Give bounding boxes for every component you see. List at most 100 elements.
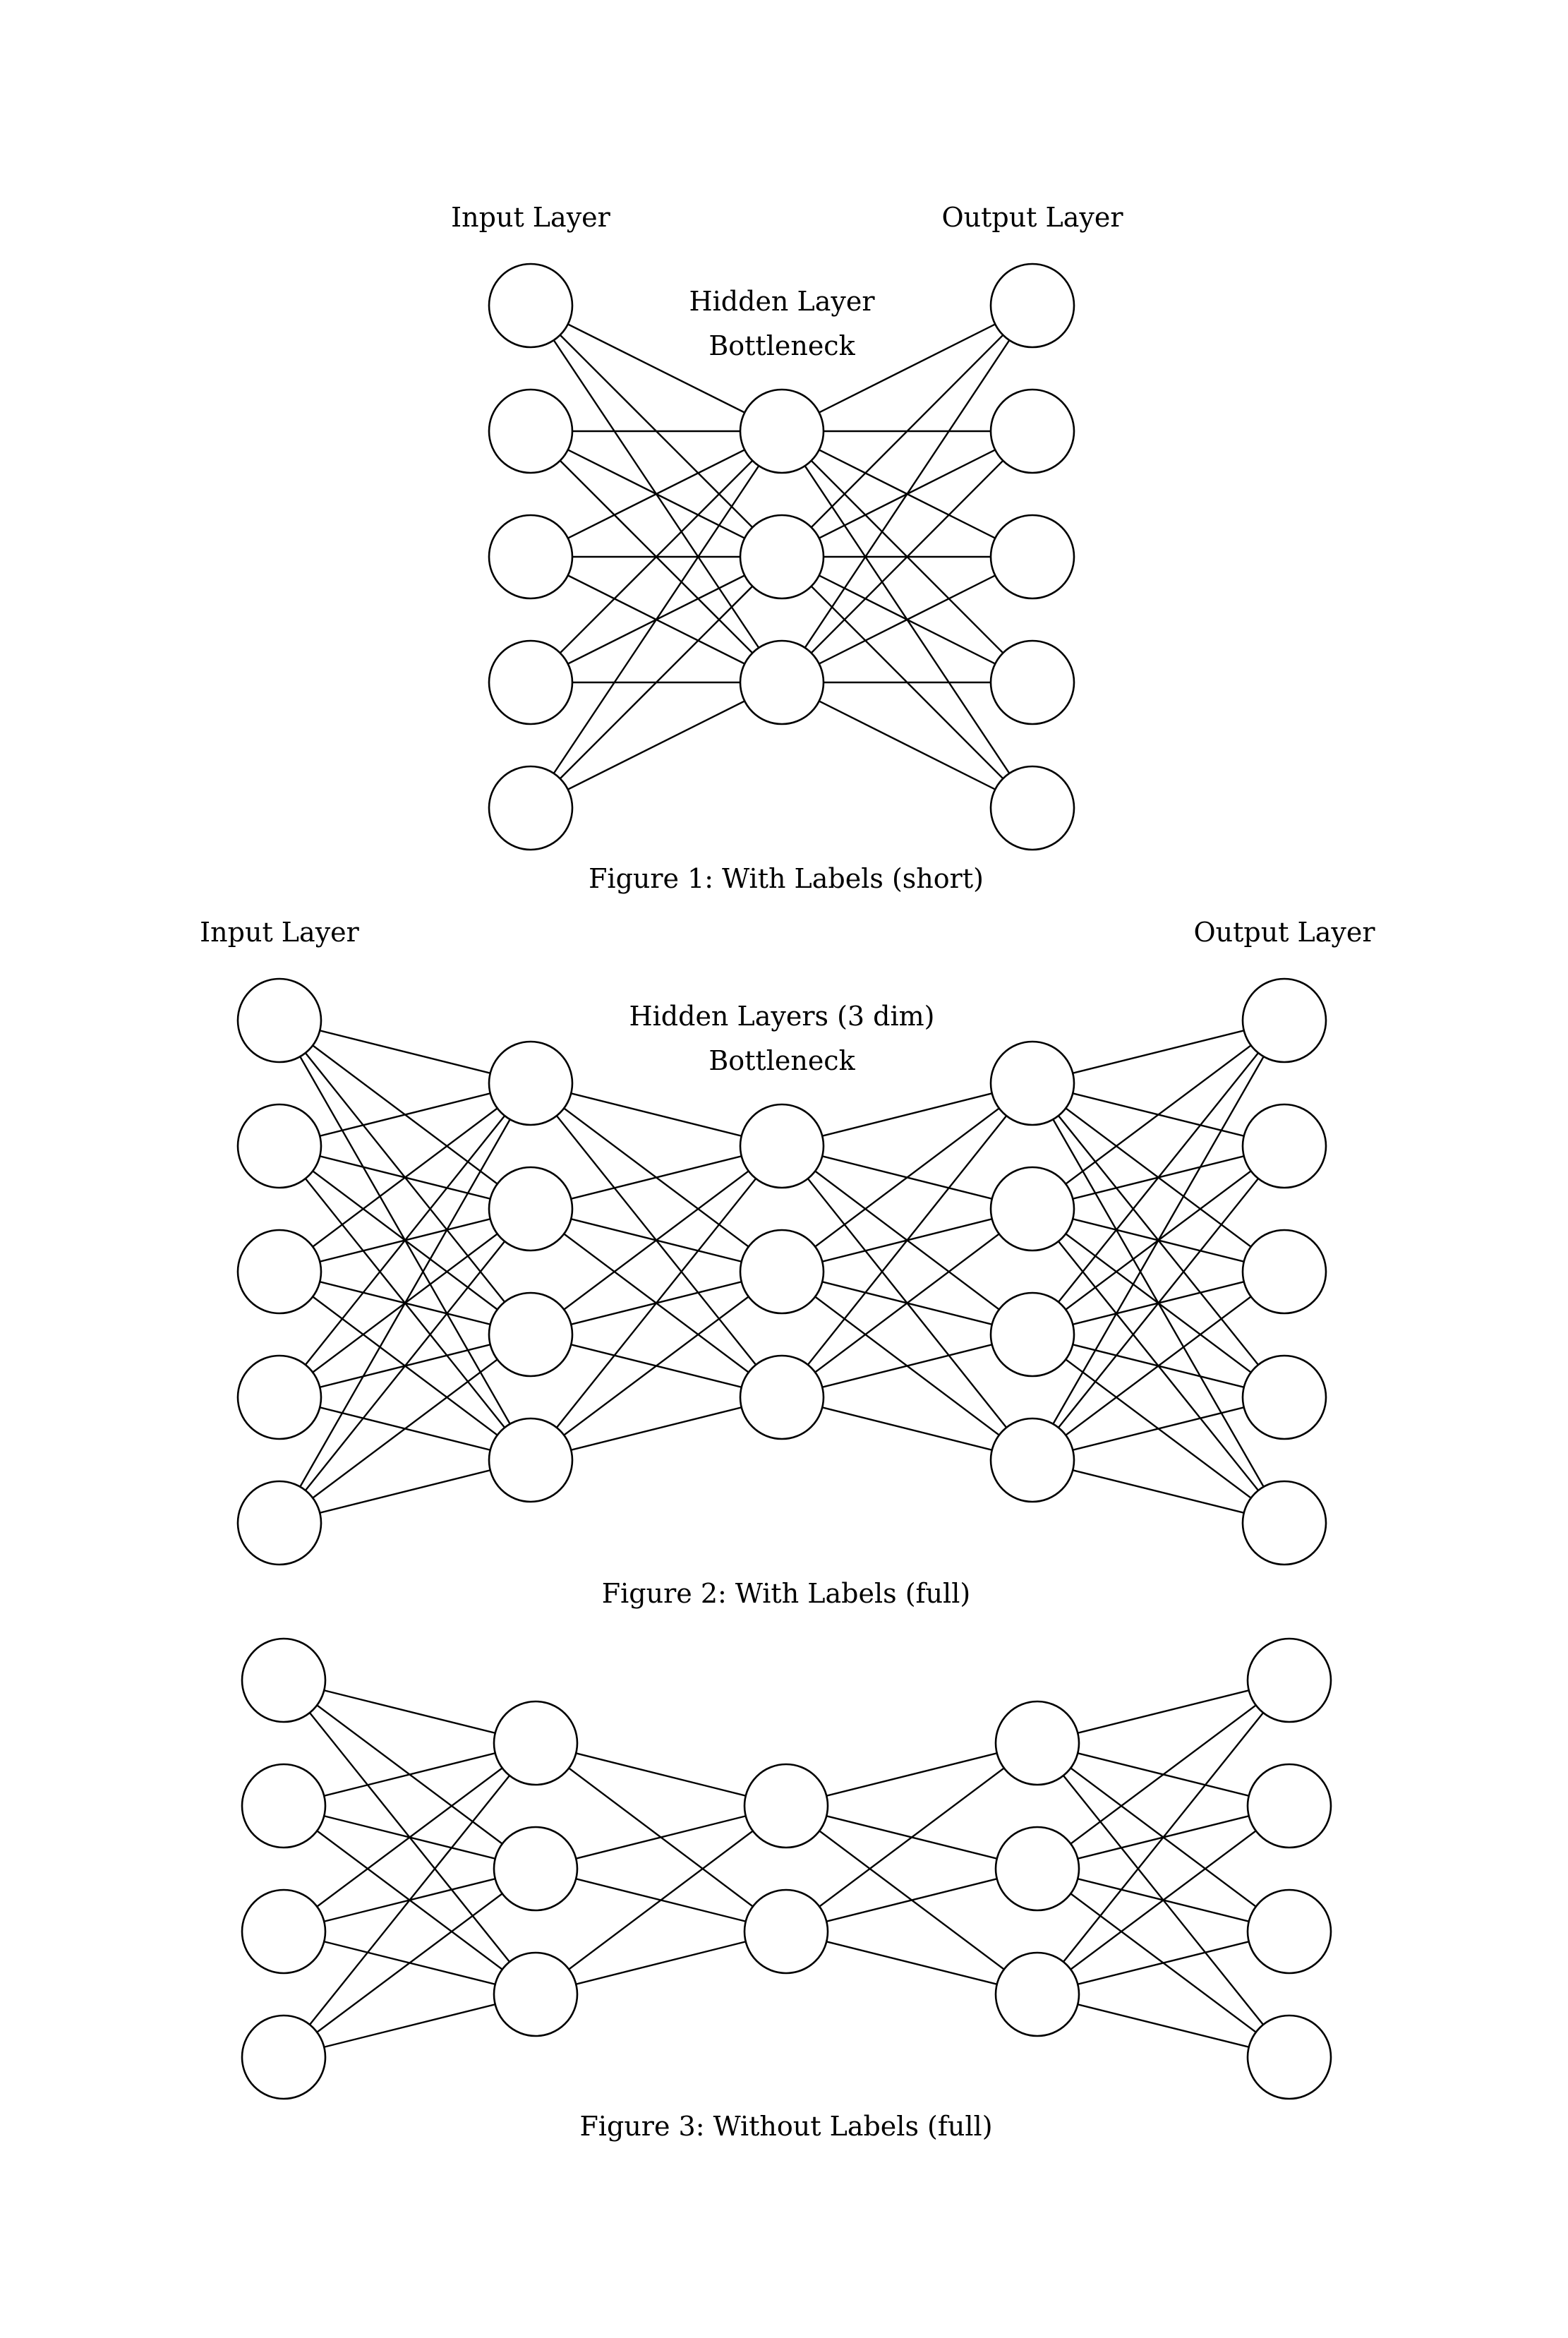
figure-1-node-l1-n1 xyxy=(739,514,825,600)
figure-3: Figure 3: Without Labels (full) xyxy=(241,1637,1332,2142)
figure-1-edge-l0-n4-to-l1-n0 xyxy=(530,430,783,809)
figure-3-node-l3-n1 xyxy=(994,1826,1080,1912)
figure-3-edge-l3-n1-to-l4-n0 xyxy=(1037,1680,1290,1869)
figure-3-edge-l0-n3-to-l1-n0 xyxy=(283,1742,536,2058)
figure-3-node-l4-n1 xyxy=(1246,1763,1332,1849)
figure-3-edge-l3-n2-to-l4-n3 xyxy=(1037,1993,1290,2059)
figure-1-edge-l0-n4-to-l1-n2 xyxy=(530,681,783,809)
figure-2-edge-l1-n2-to-l2-n0 xyxy=(530,1145,783,1335)
figure-2-node-l2-n2 xyxy=(739,1354,825,1440)
figure-3-edge-l0-n3-to-l1-n1 xyxy=(283,1868,536,2058)
figure-3-node-l1-n1 xyxy=(493,1826,579,1912)
figure-1-node-l2-n3 xyxy=(989,639,1075,725)
figure-2-edge-l1-n3-to-l2-n0 xyxy=(530,1145,783,1461)
figure-2-edge-l2-n2-to-l3-n2 xyxy=(781,1333,1033,1399)
figure-3-node-l1-n2 xyxy=(493,1951,579,2037)
figure-3-caption: Figure 3: Without Labels (full) xyxy=(579,2111,992,2142)
figure-2-edge-l3-n3-to-l4-n4 xyxy=(1032,1459,1285,1524)
figure-2-node-l0-n1 xyxy=(236,1103,322,1189)
figure-2-node-l1-n0 xyxy=(488,1040,574,1126)
figure-2-node-l3-n3 xyxy=(989,1417,1075,1503)
figure-2-edge-l1-n3-to-l2-n1 xyxy=(530,1271,783,1461)
figure-2-edge-l2-n2-to-l3-n1 xyxy=(781,1208,1033,1398)
figure-2-edge-l1-n3-to-l2-n2 xyxy=(530,1396,783,1462)
figure-2-edge-l2-n2-to-l3-n3 xyxy=(781,1396,1033,1462)
figure-2-bottleneck-label: Bottleneck xyxy=(708,1045,855,1076)
figure-1-hidden-label: Hidden Layer xyxy=(689,286,876,317)
figure-1-node-l0-n4 xyxy=(488,765,574,851)
figure-2-edge-l3-n3-to-l4-n1 xyxy=(1032,1145,1285,1461)
figure-3-node-l3-n2 xyxy=(994,1951,1080,2037)
figure-3-node-l0-n0 xyxy=(241,1637,327,1723)
figure-2-edge-l3-n3-to-l4-n3 xyxy=(1032,1396,1285,1462)
figure-2-edge-l0-n4-to-l1-n1 xyxy=(279,1208,531,1524)
figure-3-edge-l2-n0-to-l3-n0 xyxy=(785,1742,1038,1807)
figure-3-node-l1-n0 xyxy=(493,1700,579,1786)
figure-2-node-l4-n2 xyxy=(1241,1229,1327,1315)
figure-1-edge-l0-n3-to-l1-n0 xyxy=(530,430,783,683)
figure-2-node-l1-n3 xyxy=(488,1417,574,1503)
figure-2-edge-l0-n4-to-l1-n0 xyxy=(278,1083,532,1524)
figure-1-edge-l1-n0-to-l2-n0 xyxy=(781,304,1033,433)
figure-2-edge-l3-n0-to-l4-n0 xyxy=(1032,1019,1285,1085)
figure-1-edge-l0-n4-to-l1-n1 xyxy=(530,556,783,809)
figure-3-edge-l2-n1-to-l3-n1 xyxy=(785,1867,1038,1933)
figure-2-node-l4-n3 xyxy=(1241,1354,1327,1440)
figure-2-output-label: Output Layer xyxy=(1193,917,1375,948)
figure-2-caption: Figure 2: With Labels (full) xyxy=(602,1578,970,1609)
figure-3-edge-l0-n0-to-l1-n0 xyxy=(283,1679,536,1745)
figure-2-node-l0-n2 xyxy=(236,1229,322,1315)
figure-1-input-label: Input Layer xyxy=(451,202,610,233)
figure-1-edge-l0-n0-to-l1-n0 xyxy=(530,304,783,433)
figure-2-node-l2-n1 xyxy=(739,1229,825,1315)
figure-2-node-l0-n4 xyxy=(236,1480,322,1566)
figure-2-node-l4-n0 xyxy=(1241,977,1327,1063)
figure-2-node-l1-n1 xyxy=(488,1166,574,1252)
figure-2-edge-l1-n1-to-l2-n0 xyxy=(530,1145,783,1210)
figure-3-edge-l0-n2-to-l1-n0 xyxy=(283,1742,536,1932)
figure-3-node-l4-n2 xyxy=(1246,1888,1332,1975)
figure-2-node-l0-n0 xyxy=(236,977,322,1063)
figure-3-edge-l1-n2-to-l2-n0 xyxy=(535,1805,787,1995)
figure-3-edge-l1-n2-to-l2-n1 xyxy=(535,1930,787,1996)
figure-3-edge-l3-n2-to-l4-n2 xyxy=(1037,1930,1290,1996)
figure-2-edge-l2-n1-to-l3-n0 xyxy=(781,1083,1033,1272)
figure-3-node-l3-n0 xyxy=(994,1700,1080,1786)
figure-2-edge-l1-n0-to-l2-n0 xyxy=(530,1082,783,1147)
figure-1-node-l1-n2 xyxy=(739,639,825,725)
figure-3-edge-l0-n3-to-l1-n2 xyxy=(283,1993,536,2059)
figure-1-node-l0-n3 xyxy=(488,639,574,725)
figure-3-edge-l1-n1-to-l2-n0 xyxy=(535,1804,787,1870)
figure-3-edge-l3-n0-to-l4-n0 xyxy=(1037,1679,1290,1745)
figure-2-edge-l0-n4-to-l1-n3 xyxy=(279,1459,531,1524)
figure-3-node-l2-n1 xyxy=(743,1888,829,1975)
figure-2-node-l0-n3 xyxy=(236,1354,322,1440)
figure-1-edge-l1-n1-to-l2-n0 xyxy=(781,305,1033,558)
figure-2-node-l3-n0 xyxy=(989,1040,1075,1126)
figure-2-edge-l2-n2-to-l3-n0 xyxy=(781,1083,1033,1398)
figure-3-node-l0-n2 xyxy=(241,1888,327,1975)
figure-2-edge-l0-n3-to-l1-n0 xyxy=(279,1083,531,1398)
figure-3-edge-l3-n2-to-l4-n0 xyxy=(1037,1680,1290,1995)
figure-2-edge-l3-n2-to-l4-n0 xyxy=(1032,1020,1285,1335)
figure-1-edge-l1-n2-to-l2-n0 xyxy=(781,305,1033,683)
figure-2: Input Layer Output Layer Hidden Layers (… xyxy=(200,917,1375,1609)
figure-1-caption: Figure 1: With Labels (short) xyxy=(589,863,984,894)
figure-1-node-l2-n0 xyxy=(989,263,1075,349)
figure-2-edge-l3-n3-to-l4-n0 xyxy=(1031,1020,1286,1461)
figure-2-node-l3-n2 xyxy=(989,1291,1075,1378)
figure-2-edge-l0-n2-to-l1-n0 xyxy=(279,1083,531,1272)
figure-1: Input Layer Output Layer Hidden Layer Bo… xyxy=(451,202,1123,894)
figure-3-edge-l1-n0-to-l2-n0 xyxy=(535,1742,787,1807)
figure-2-nodes xyxy=(236,977,1327,1566)
figure-3-edge-l3-n2-to-l4-n1 xyxy=(1037,1805,1290,1995)
figure-2-hidden-label: Hidden Layers (3 dim) xyxy=(629,1001,935,1032)
figure-3-node-l0-n3 xyxy=(241,2014,327,2100)
figure-1-edge-l1-n2-to-l2-n1 xyxy=(781,430,1033,683)
figure-3-edge-l2-n1-to-l3-n2 xyxy=(785,1930,1038,1996)
figure-3-nodes xyxy=(241,1637,1332,2100)
figure-2-edges xyxy=(278,1019,1286,1524)
figure-1-edge-l0-n2-to-l1-n0 xyxy=(530,430,783,558)
figure-2-edge-l0-n1-to-l1-n0 xyxy=(279,1082,531,1147)
